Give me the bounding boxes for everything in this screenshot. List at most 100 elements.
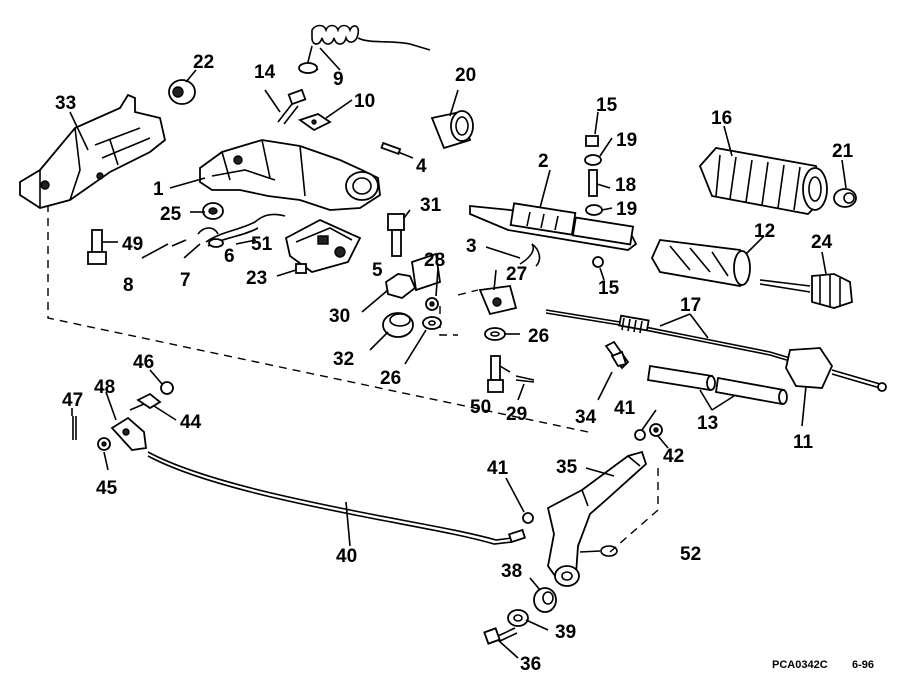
part-13-tube-upper — [646, 364, 716, 392]
callout-39: 39 — [555, 622, 576, 643]
part-4-pin — [380, 141, 402, 156]
callout-19-bottom: 19 — [616, 199, 637, 220]
callout-32: 32 — [333, 349, 354, 370]
callout-47: 47 — [62, 390, 83, 411]
part-2-throttle-shaft — [469, 202, 638, 251]
part-46-nut — [160, 381, 174, 395]
part-9-spring-cord — [298, 24, 431, 74]
callout-41-right: 41 — [614, 398, 636, 419]
callout-42: 42 — [663, 446, 684, 467]
callout-30: 30 — [329, 306, 350, 327]
leader-lines — [69, 47, 847, 659]
part-38-bushing — [533, 587, 557, 613]
part-39-washer — [507, 609, 529, 627]
callout-36: 36 — [520, 654, 541, 675]
callout-12: 12 — [754, 221, 775, 242]
assembly-dashed-line-left — [47, 190, 589, 433]
callout-3: 3 — [466, 236, 477, 257]
part-28-nut — [425, 297, 439, 311]
callout-25: 25 — [160, 204, 182, 225]
part-24-knob — [759, 273, 853, 309]
part-32-bushing — [382, 312, 414, 338]
callout-22: 22 — [193, 52, 214, 73]
part-41-washer-right — [634, 429, 646, 441]
callout-24: 24 — [811, 232, 833, 253]
callout-5: 5 — [372, 260, 383, 281]
part-14-bolt — [277, 88, 307, 125]
part-25-grommet — [202, 202, 224, 220]
callout-46: 46 — [133, 352, 154, 373]
part-47-cotter — [72, 416, 77, 440]
callout-15-top: 15 — [596, 95, 618, 116]
part-11-cable-end — [785, 347, 887, 392]
part-3-spring-clip — [519, 243, 541, 267]
callout-10: 10 — [354, 91, 375, 112]
assembly-dashed-line-clip — [439, 289, 479, 336]
part-50-stud — [487, 355, 504, 393]
callout-26-left: 26 — [380, 368, 401, 389]
part-23-nut — [295, 263, 307, 274]
callout-13: 13 — [697, 413, 718, 434]
callout-2: 2 — [538, 151, 549, 172]
callout-21: 21 — [832, 141, 854, 162]
part-27-clamp — [478, 285, 518, 316]
revision-date: 6-96 — [852, 659, 874, 671]
callout-31: 31 — [420, 195, 442, 216]
callout-1: 1 — [153, 179, 164, 200]
callout-33: 33 — [55, 93, 76, 114]
part-30-bracket — [385, 252, 441, 299]
part-44-pivot-stud — [129, 392, 162, 411]
callout-15-bottom: 15 — [598, 278, 620, 299]
callout-7: 7 — [180, 270, 191, 291]
callout-23: 23 — [246, 268, 267, 289]
part-1-tiller-housing — [199, 139, 381, 211]
callout-41-left: 41 — [487, 458, 509, 479]
part-21-cap — [833, 188, 857, 208]
assembly-dashed-line-lever — [609, 468, 659, 553]
callout-26-right: 26 — [528, 326, 549, 347]
callout-35: 35 — [556, 457, 578, 478]
part-29-cotter — [515, 375, 535, 383]
part-52-o-ring — [600, 545, 618, 557]
part-10-clip — [298, 113, 332, 132]
callout-18: 18 — [615, 175, 636, 196]
part-19-washer-bottom — [585, 204, 603, 216]
callout-48: 48 — [94, 377, 115, 398]
callout-27: 27 — [506, 264, 527, 285]
callout-11: 11 — [793, 432, 814, 453]
part-33-bracket — [19, 93, 167, 209]
callout-28: 28 — [424, 250, 445, 271]
part-41-washer-left — [522, 512, 534, 524]
callout-9: 9 — [333, 69, 344, 90]
part-48-link — [110, 416, 148, 451]
callout-19-top: 19 — [616, 130, 637, 151]
callout-20: 20 — [455, 65, 476, 86]
part-20-sleeve — [430, 110, 474, 150]
part-5-switch — [284, 218, 362, 273]
callout-6: 6 — [224, 246, 235, 267]
callout-labels: 1 2 3 4 5 6 7 8 9 10 11 12 13 14 15 15 1… — [55, 52, 854, 675]
drawing-code: PCA0342C — [772, 659, 828, 671]
callout-45: 45 — [96, 478, 118, 499]
callout-49: 49 — [122, 234, 143, 255]
callout-34: 34 — [575, 407, 597, 428]
callout-4: 4 — [416, 156, 427, 177]
callout-52: 52 — [680, 544, 701, 565]
callout-40: 40 — [336, 546, 357, 567]
part-15-nut-bottom — [592, 256, 604, 268]
part-26-washer-right — [484, 327, 506, 341]
part-42-nut — [649, 423, 663, 437]
callout-44: 44 — [180, 412, 202, 433]
part-12-throttle-grip — [650, 239, 751, 287]
part-8-pin — [171, 239, 187, 247]
part-34-clip — [604, 340, 630, 370]
part-17-cable — [545, 309, 791, 362]
part-16-grip — [698, 147, 828, 215]
part-45-nut — [97, 437, 111, 451]
callout-50: 50 — [470, 397, 491, 418]
part-13-tube-lower — [714, 376, 788, 406]
callout-14: 14 — [254, 62, 276, 83]
part-15-nut-top — [585, 135, 599, 147]
